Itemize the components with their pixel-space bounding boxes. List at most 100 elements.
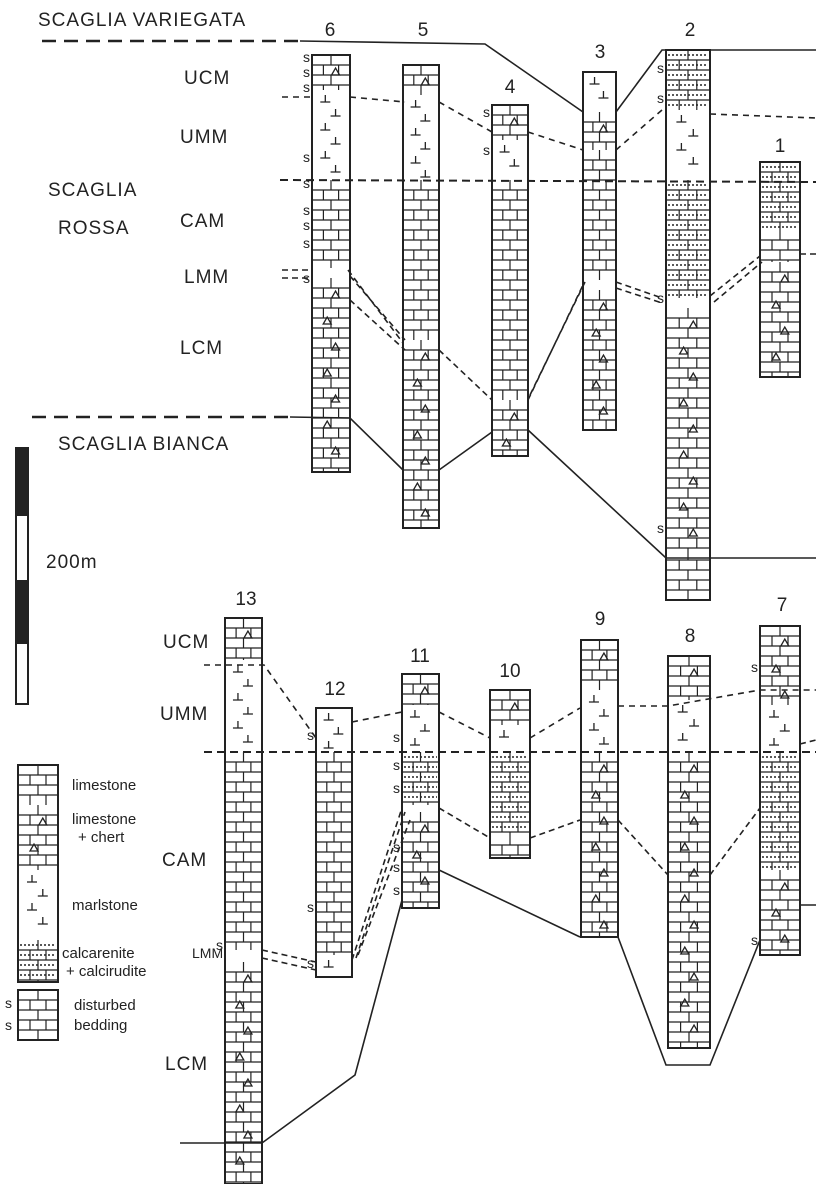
chert-nodule [234,1103,245,1113]
chert-nodule [411,849,422,859]
section-outline [402,64,440,529]
section-4: 4ss [483,77,529,457]
disturbed-bedding-mark: s [303,79,310,95]
chert-nodule [598,123,609,133]
legend-swatches [17,764,59,1041]
chert-nodule [419,823,431,833]
section-number-9: 9 [595,609,606,630]
legend-chert-2: + chert [78,829,125,846]
scale-bar-label: 200m [46,552,98,573]
disturbed-bedding-mark: s [393,839,400,855]
chert-nodule [598,651,610,661]
lower-lcm-boundary [180,869,816,1144]
chert-nodule [242,1025,254,1035]
legend-s-mark-2: s [5,1017,12,1033]
correlation-lines [32,39,816,1144]
chert-nodule [598,867,610,877]
label-lmm-upper: LMM [184,267,229,288]
marl-symbol [689,719,700,727]
section-outline [311,54,351,473]
chert-nodule [330,445,341,455]
section-outline [582,71,617,431]
chert-nodule [688,971,700,981]
disturbed-bedding-mark: s [303,49,310,65]
chert-nodule [28,842,40,852]
disturbed-bedding-mark: s [307,727,314,743]
chert-nodule [330,66,341,76]
marl-symbol [598,737,609,745]
label-lcm-lower: LCM [165,1054,208,1075]
label-umm-upper: UMM [180,127,228,148]
chert-nodule [590,893,601,903]
disturbed-bedding-mark: s [307,899,314,915]
chert-nodule [688,815,700,825]
chert-nodule [770,907,782,917]
variegata-boundary-solid [299,40,816,113]
lower-lmm-boundary [261,739,816,971]
chert-nodule [679,893,690,903]
chert-nodule [770,351,782,361]
section-1: 1 [759,136,801,378]
legend-s-mark-1: s [5,995,12,1011]
section-number-6: 6 [325,20,336,41]
legend-disturbed-2: bedding [74,1017,127,1034]
chert-nodule [242,973,254,983]
marl-symbol [410,156,421,164]
disturbed-bedding-mark: s [307,955,314,971]
section-number-12: 12 [324,679,345,700]
marl-symbol [499,730,509,738]
disturbed-bedding-mark: s [303,217,310,233]
scale-bar-segment-1 [16,448,28,516]
chert-nodule [770,663,782,673]
chert-nodule [688,919,700,929]
chert-nodule [598,763,610,773]
marl-symbol [320,123,331,131]
marl-symbol [320,151,331,159]
marl-symbol [410,100,421,108]
marl-symbol [333,727,344,735]
section-10: 10 [489,661,531,859]
marl-symbol [330,109,341,117]
chert-nodule [412,481,423,491]
chert-nodule [330,289,341,299]
disturbed-bedding-mark: s [303,175,310,191]
chert-nodule [779,637,790,647]
marl-symbol [409,738,420,746]
section-outline [315,707,353,978]
marl-symbol [598,91,609,99]
disturbed-bedding-mark: s [657,290,664,306]
marl-symbol [499,145,510,153]
disturbed-bedding-mark: s [393,882,400,898]
marl-symbol [598,709,609,717]
marl-symbol [769,710,779,718]
chert-nodule [770,299,782,309]
chert-nodule [412,429,423,439]
scale-bar-segment-2 [16,580,28,644]
section-13: 13s [216,589,263,1184]
chert-nodule [420,455,431,465]
chert-nodule [779,273,790,283]
marl-symbol [330,165,341,173]
legend-limestone: limestone [72,777,136,794]
chert-nodule [679,997,690,1007]
disturbed-bedding-mark: s [216,937,223,953]
marl-symbol [769,738,779,746]
chert-nodule [501,437,512,447]
section-number-8: 8 [685,626,696,647]
chert-nodule [688,423,699,433]
disturbed-bedding-mark: s [303,202,310,218]
chert-nodule [234,1155,245,1165]
marl-symbol [27,903,37,911]
chert-nodule [688,475,699,485]
chert-nodule [590,789,601,799]
chert-nodule [688,371,699,381]
section-number-11: 11 [410,646,430,667]
chert-nodule [688,527,699,537]
lower-ucm-umm-boundary [204,664,816,739]
section-12: 12 s s s [307,679,353,978]
section-outline [489,689,531,859]
